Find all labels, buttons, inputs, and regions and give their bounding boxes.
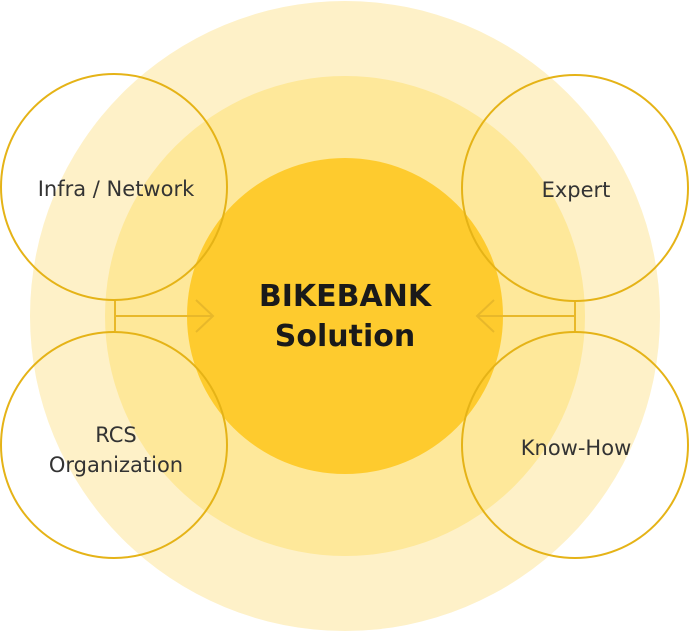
- center-title-line2: Solution: [275, 319, 415, 354]
- satellite-know-how: [461, 331, 689, 559]
- right-connector: [475, 299, 576, 333]
- left-connector: [114, 299, 215, 333]
- satellite-expert: [461, 74, 689, 302]
- label-know-how: Know-How: [521, 436, 632, 460]
- label-infra-network: Infra / Network: [38, 177, 195, 201]
- center-title-line1: BIKEBANK: [259, 279, 433, 314]
- satellite-rcs-organization: [0, 331, 228, 559]
- label-organization: Organization: [49, 453, 183, 477]
- satellite-infra-network: [0, 73, 228, 301]
- label-expert: Expert: [542, 178, 611, 202]
- core-circle: [187, 158, 503, 474]
- label-rcs: RCS: [95, 423, 137, 447]
